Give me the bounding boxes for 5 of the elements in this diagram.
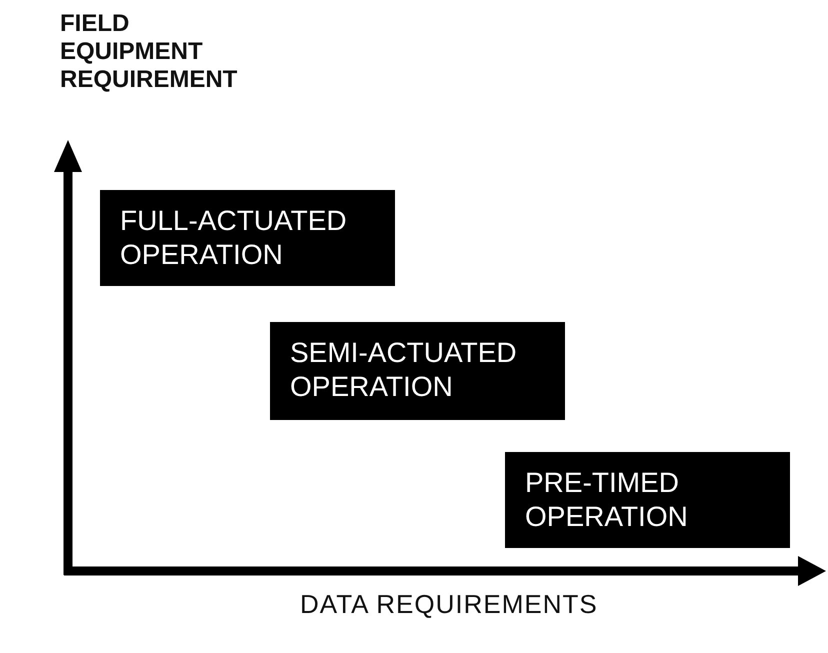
operation-box: SEMI-ACTUATED OPERATION bbox=[270, 322, 565, 420]
operation-box: FULL-ACTUATED OPERATION bbox=[100, 190, 395, 286]
operation-box: PRE-TIMED OPERATION bbox=[505, 452, 790, 548]
horizontal-axis-title: DATA REQUIREMENTS bbox=[300, 590, 598, 618]
vertical-axis-title: FIELD EQUIPMENT REQUIREMENT bbox=[60, 10, 238, 94]
